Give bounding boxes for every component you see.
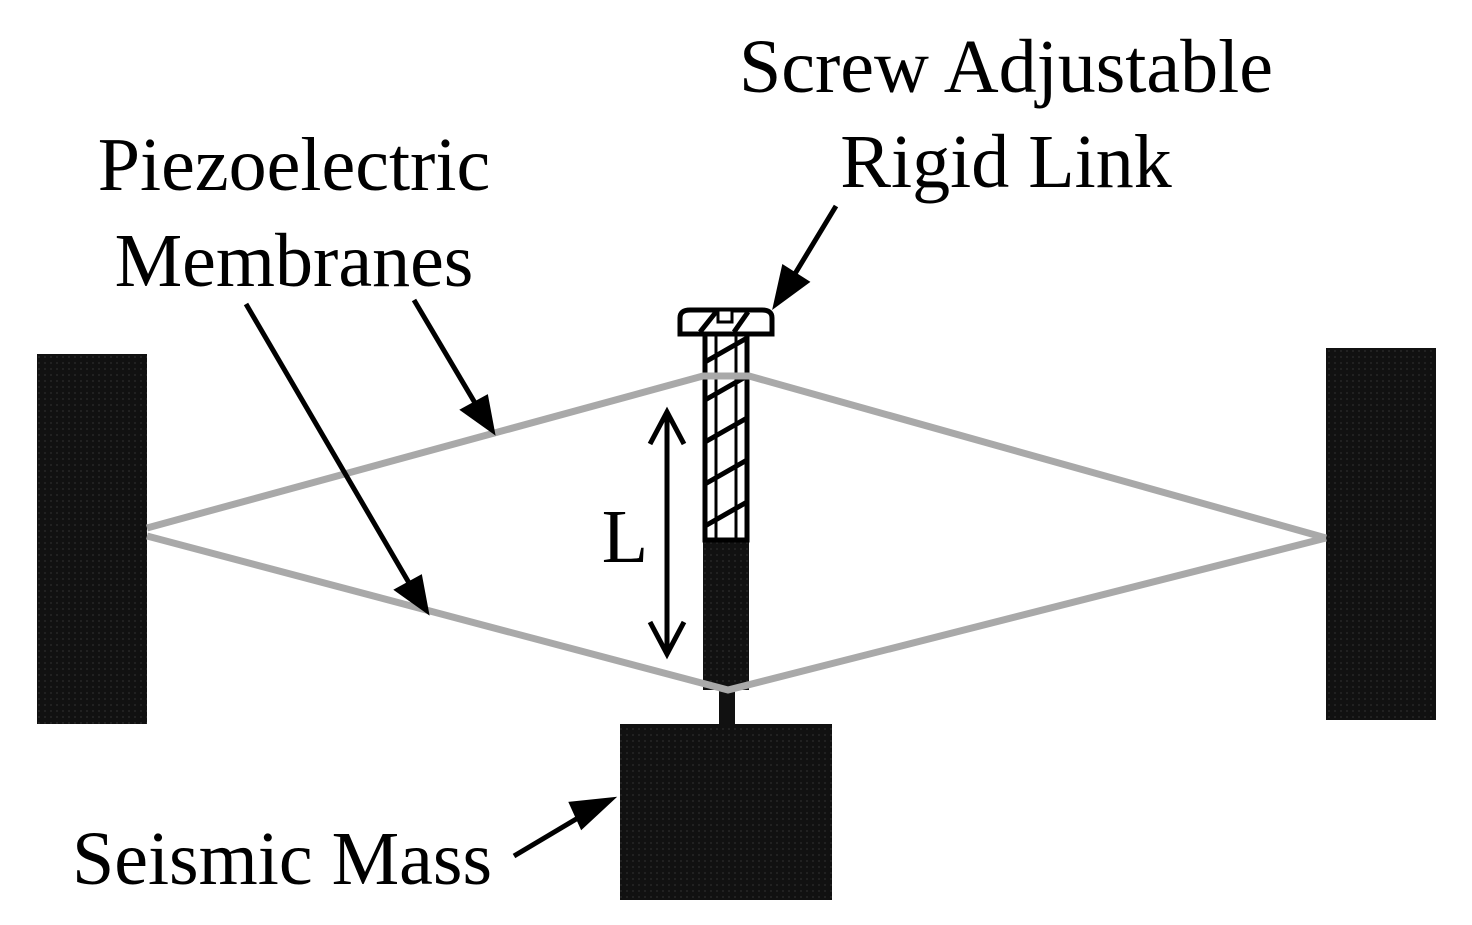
screw-label-line1: Screw Adjustable xyxy=(739,25,1273,109)
leader-arrows xyxy=(243,204,839,859)
rigid-link-rod xyxy=(703,540,749,690)
piezo-label-line2: Membranes xyxy=(115,219,474,303)
upper-membrane xyxy=(146,372,1327,542)
screw-label-line2: Rigid Link xyxy=(840,120,1171,204)
seismic-mass-label: Seismic Mass xyxy=(72,817,492,901)
piezo-membranes xyxy=(146,372,1327,694)
seismic-mass-block xyxy=(620,724,832,900)
mass-connector xyxy=(719,690,735,726)
screw-thread xyxy=(702,331,750,543)
length-dimension-arrow xyxy=(647,406,687,660)
length-label: L xyxy=(602,495,648,579)
screw-head xyxy=(677,307,775,337)
lower-membrane xyxy=(146,532,1327,694)
left-anchor-block xyxy=(37,354,147,724)
right-anchor-block xyxy=(1326,348,1436,720)
piezo-label-line1: Piezoelectric xyxy=(98,123,490,207)
